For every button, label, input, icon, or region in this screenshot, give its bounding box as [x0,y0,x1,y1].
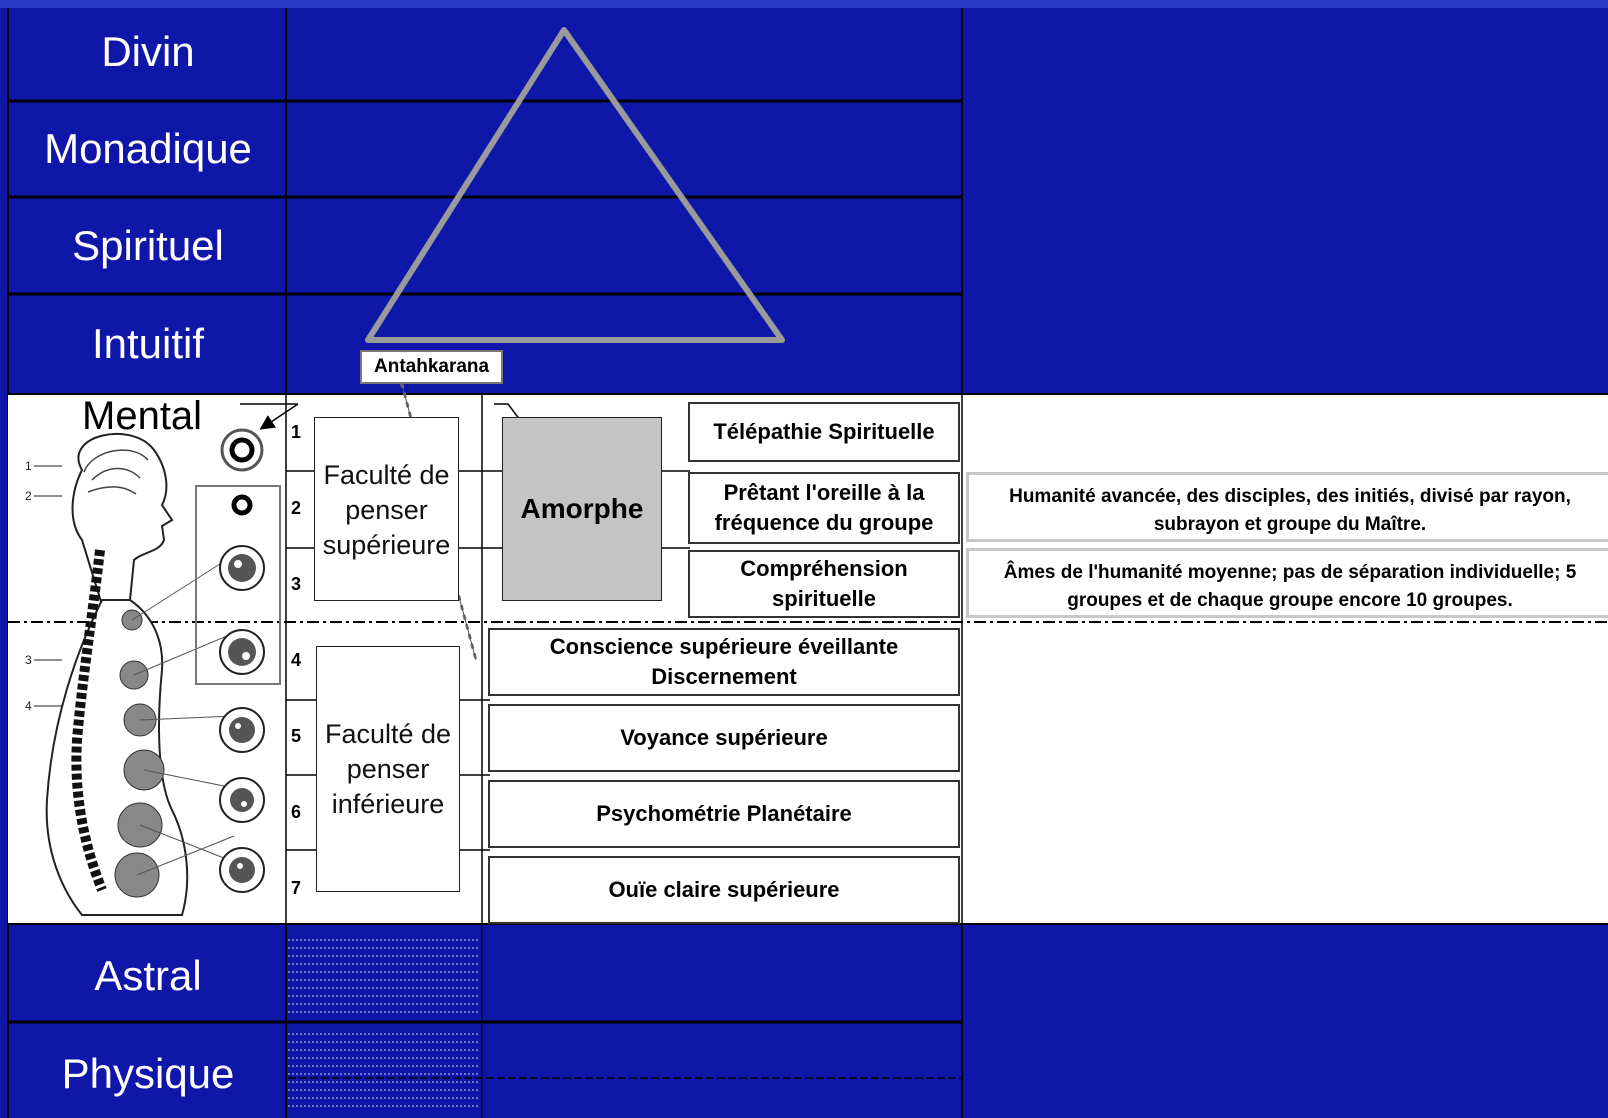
antahkarana-label: Antahkarana [360,350,504,384]
subplane-number-4: 4 [291,650,302,670]
capacity-pretant-oreille: Prêtant l'oreille à la fréquence du grou… [688,472,960,544]
capacity-comprehension: Compréhension spirituelle [688,550,960,618]
capacity-telepathie: Télépathie Spirituelle [688,402,960,462]
figure-marker-4: 4 [25,699,32,713]
figure-marker-3: 3 [25,653,32,667]
subplane-number-6: 6 [291,802,302,822]
capacity-psychometrie: Psychométrie Planétaire [488,780,960,848]
plane-spirituel-label: Spirituel [72,222,224,269]
capacity-ouie-claire: Ouïe claire supérieure [488,856,960,924]
subplane-number-5: 5 [291,726,302,746]
plane-physique-label: Physique [61,1050,235,1097]
subplane-number-1: 1 [291,422,302,442]
plane-monadique-label: Monadique [44,125,252,172]
plane-intuitif-label: Intuitif [91,320,205,367]
subplane-number-2: 2 [291,498,302,518]
body-figure-illustration: 1 2 3 4 [25,428,281,916]
capacity-voyance: Voyance supérieure [488,704,960,772]
faculty-higher-box: Faculté de penser supérieure [314,417,459,601]
capacity-conscience: Conscience supérieure éveillante Discern… [488,628,960,696]
description-humanite-moyenne: Âmes de l'humanité moyenne; pas de sépar… [966,548,1608,618]
description-humanite-avancee: Humanité avancée, des disciples, des ini… [966,472,1608,542]
subplane-number-7: 7 [291,878,302,898]
amorphe-box: Amorphe [502,417,662,601]
faculty-lower-box: Faculté de penser inférieure [316,646,460,892]
plane-mental-label: Mental [82,394,203,438]
plane-divin-label: Divin [101,28,195,75]
plane-astral-label: Astral [94,952,202,999]
subplane-number-3: 3 [291,574,302,594]
figure-marker-2: 2 [25,489,32,503]
figure-marker-1: 1 [25,459,32,473]
